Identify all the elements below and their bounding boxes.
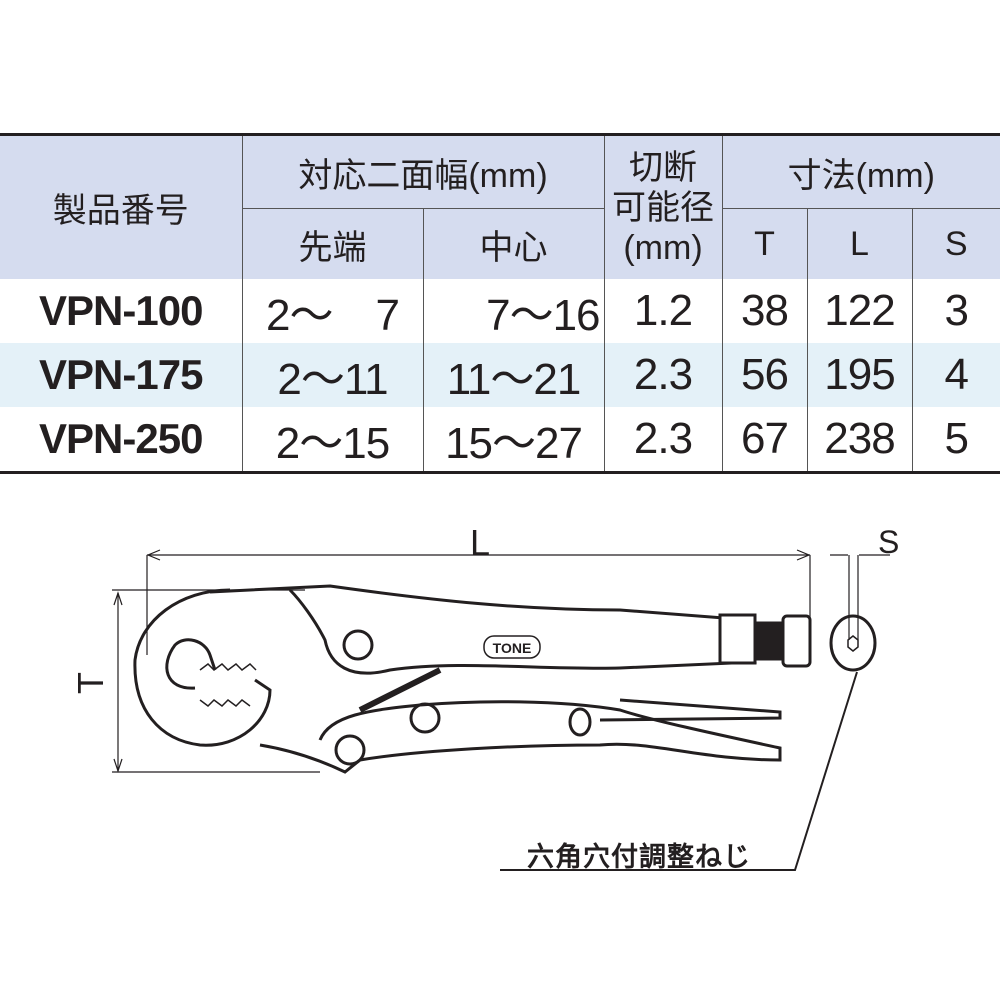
tone-logo-text: TONE [493, 640, 532, 656]
cell-cut: 2.3 [603, 407, 723, 473]
spring [358, 667, 442, 713]
dimension-S [830, 554, 890, 640]
cell-T: 56 [721, 343, 808, 407]
cell-T: 67 [721, 407, 808, 473]
cell-model: VPN-250 [0, 407, 243, 473]
header-cut-capacity: 切断 可能径 (mm) [603, 134, 723, 279]
upper-handle [209, 584, 757, 675]
header-S: S [911, 208, 1000, 279]
pliers-diagram: TONE [112, 549, 890, 871]
label-S: S [878, 524, 900, 560]
cell-model: VPN-100 [0, 279, 243, 343]
adjust-screw-knob [781, 614, 812, 668]
lower-handle [259, 700, 782, 774]
cell-L: 238 [806, 407, 913, 473]
label-T: T [70, 672, 111, 694]
header-model: 製品番号 [0, 134, 243, 279]
spec-table: 製品番号 対応二面幅(mm) 切断 可能径 (mm) 寸法(mm) 先端 中心 … [0, 133, 1000, 474]
cell-tip: 2～11 [241, 343, 424, 407]
upper-jaw [133, 588, 272, 747]
header-cut-line2: 可能径 [612, 188, 715, 227]
cell-tip: 2～15 [241, 407, 424, 473]
header-tip: 先端 [242, 208, 424, 279]
cell-S: 4 [911, 343, 1000, 407]
pivot-middle [409, 702, 441, 734]
cell-center: 7～16 [422, 279, 605, 343]
pivot-rear [568, 707, 592, 737]
adjust-screw-collar [718, 613, 757, 665]
release-lever [599, 698, 782, 722]
adjust-screw-thread [753, 621, 785, 661]
jaw-teeth [199, 663, 257, 707]
cell-S: 5 [911, 407, 1000, 473]
dimension-L [146, 549, 811, 655]
header-cut-line1: 切断 [629, 148, 698, 187]
cell-center: 11～21 [422, 343, 605, 407]
cell-cut: 2.3 [603, 343, 723, 407]
cell-tip: 2～ 7 [241, 279, 424, 343]
hex-socket-icon [847, 635, 859, 652]
tone-logo: TONE [483, 635, 541, 659]
cell-L: 122 [806, 279, 913, 343]
cell-center: 15～27 [422, 407, 605, 473]
table-row: VPN-175 2～11 11～21 2.3 56 195 4 [0, 343, 1000, 407]
header-center: 中心 [422, 208, 605, 279]
hex-screw-caption: 六角穴付調整ねじ [527, 842, 751, 872]
cell-S: 3 [911, 279, 1000, 343]
hex-screw-end-view [829, 614, 877, 672]
hook-jaw [165, 638, 217, 690]
label-L: L [470, 522, 491, 563]
leader-line [500, 671, 858, 871]
pivot-upper [342, 629, 374, 661]
cell-cut: 1.2 [603, 279, 723, 343]
table-row: VPN-100 2～ 7 7～16 1.2 38 122 3 [0, 279, 1000, 343]
header-cut-line3: (mm) [623, 228, 703, 267]
table-row: VPN-250 2～15 15～27 2.3 67 238 5 [0, 407, 1000, 473]
cell-T: 38 [721, 279, 808, 343]
header-width-across: 対応二面幅(mm) [241, 134, 605, 209]
cell-model: VPN-175 [0, 343, 243, 407]
header-L: L [806, 208, 913, 279]
header-dimensions: 寸法(mm) [721, 134, 1000, 209]
pivot-lower [334, 734, 366, 766]
cell-L: 195 [806, 343, 913, 407]
header-T: T [721, 208, 808, 279]
